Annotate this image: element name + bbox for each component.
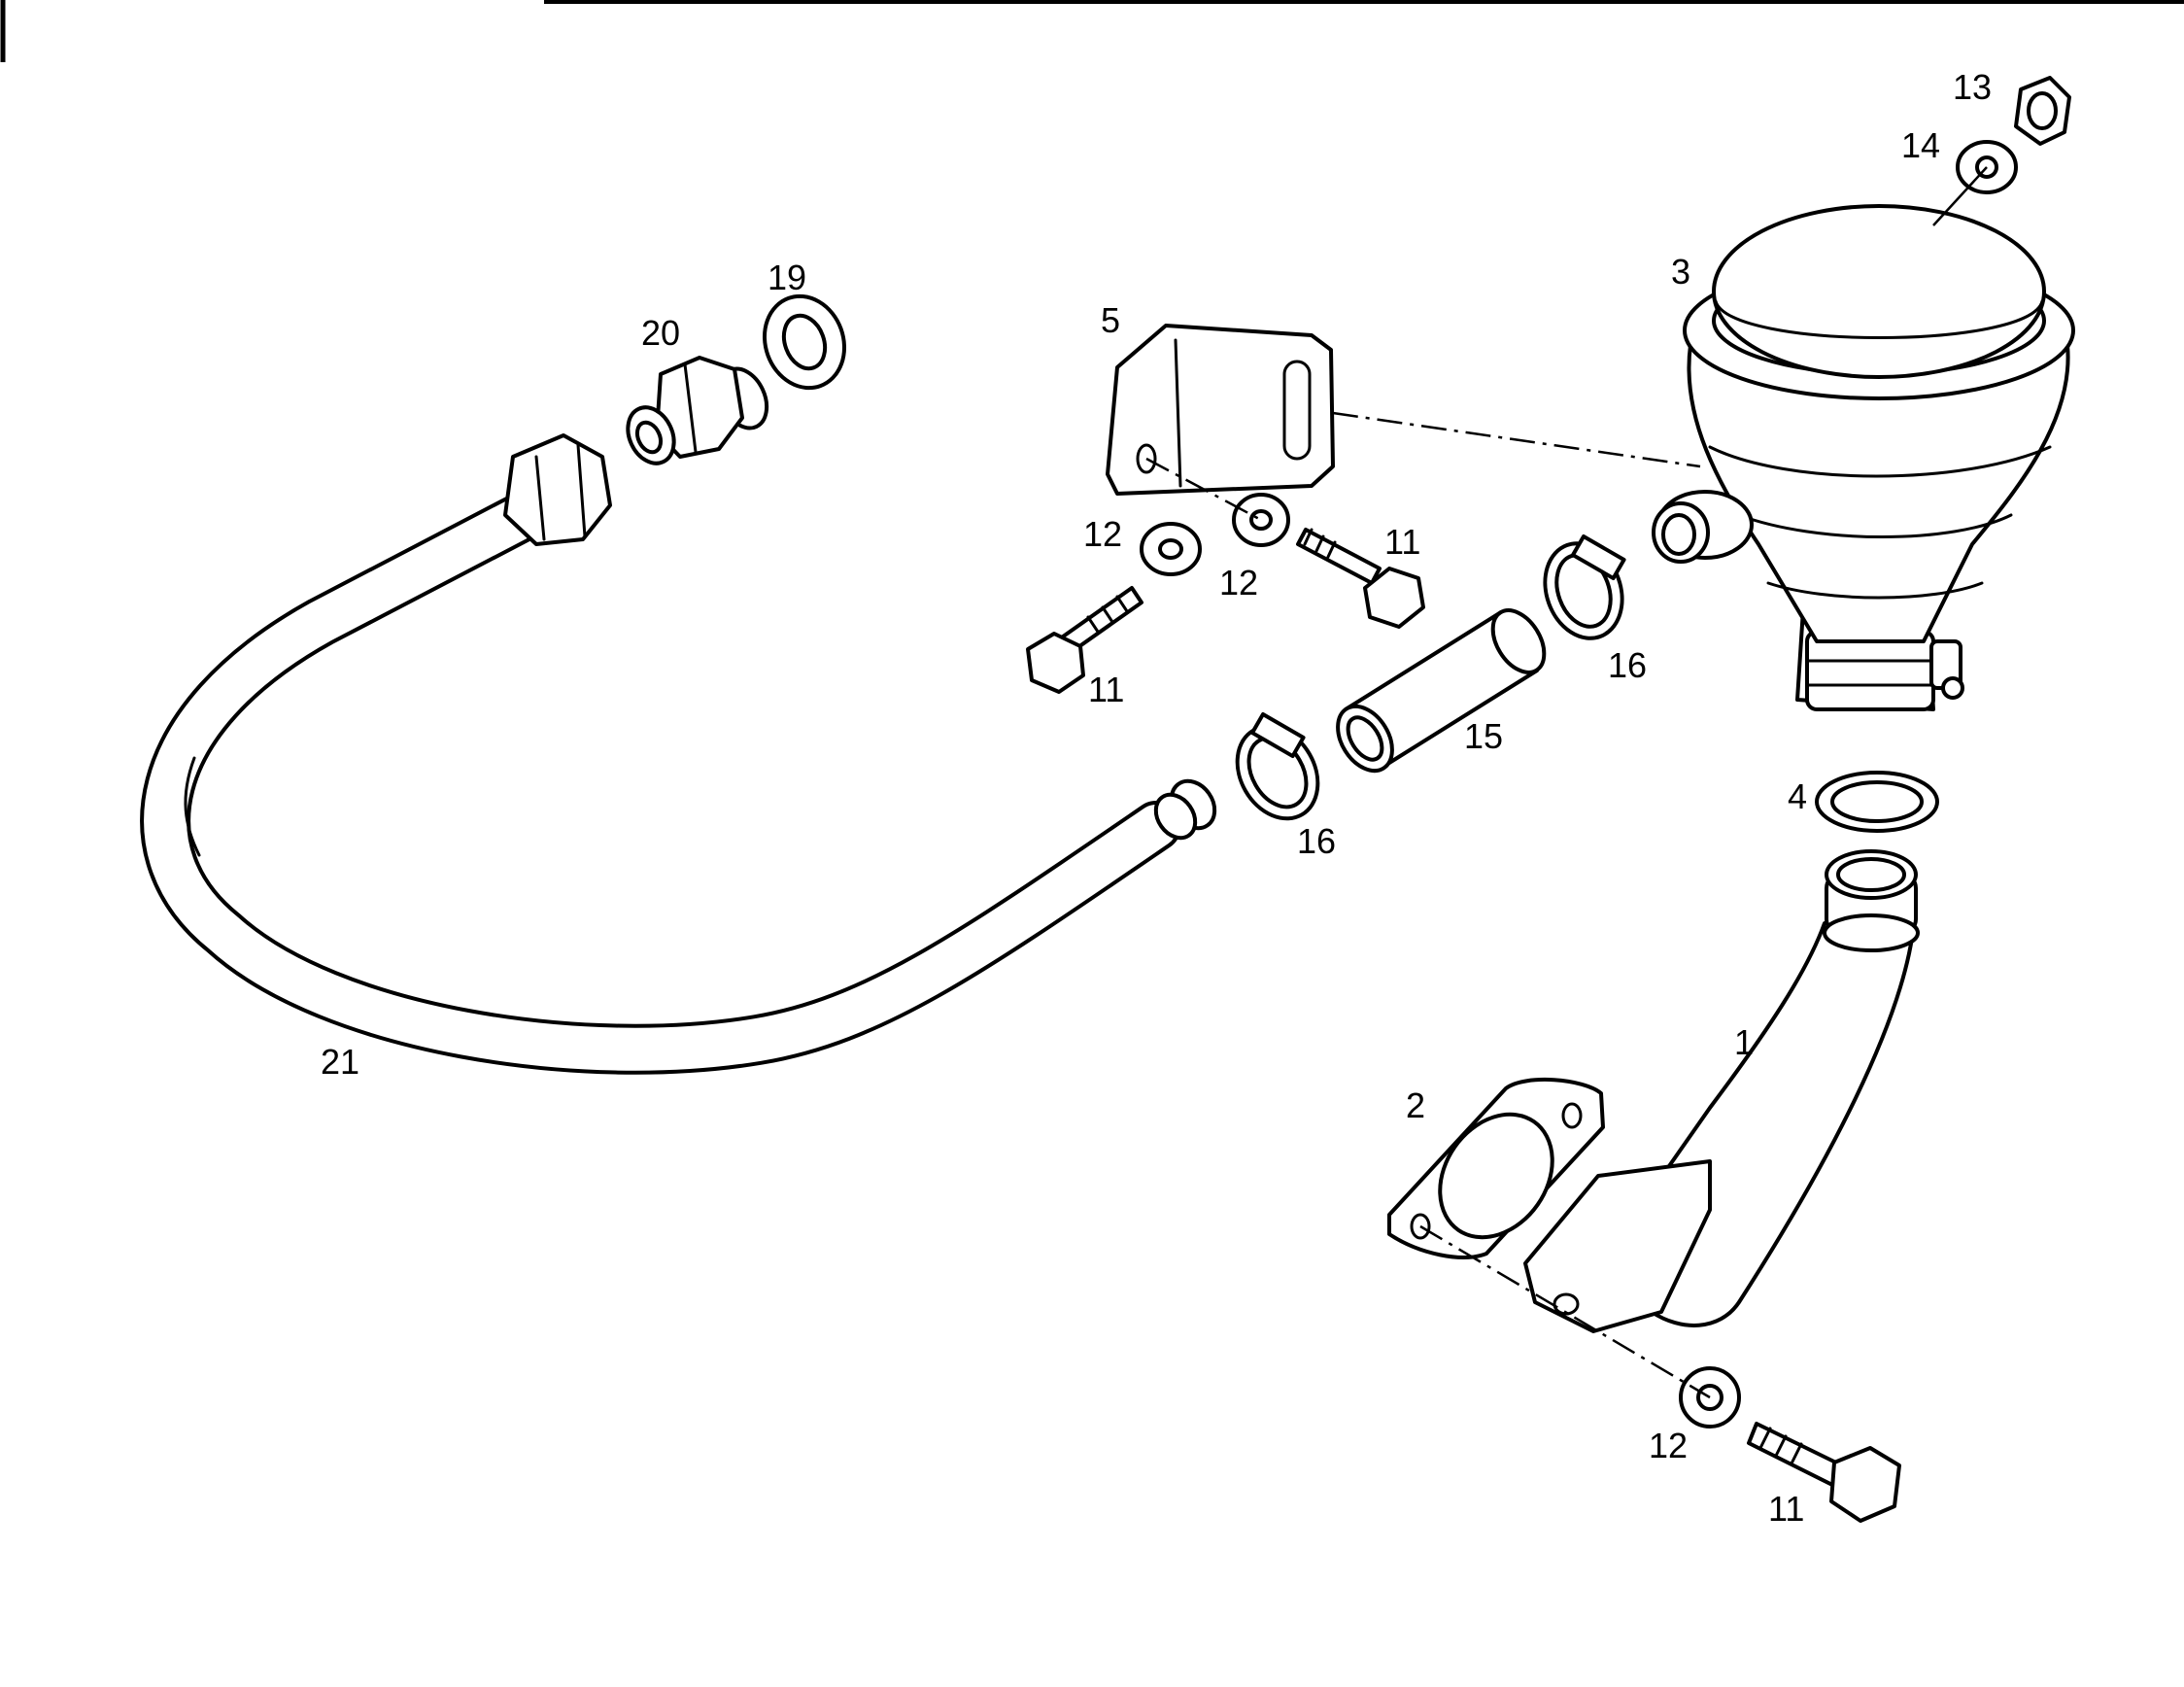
bolt-part-11-lower <box>1747 1422 1901 1523</box>
seal-ring-part-4 <box>1815 771 1939 833</box>
callout-12-left: 12 <box>1083 514 1122 554</box>
hose-clamp-part-16-lower <box>1235 711 1320 821</box>
callout-21: 21 <box>321 1042 359 1082</box>
callout-3: 3 <box>1671 252 1690 292</box>
callout-13: 13 <box>1953 67 1992 107</box>
callout-19: 19 <box>768 258 806 297</box>
gasket-part-2 <box>1387 1078 1605 1259</box>
callout-11-left: 11 <box>1088 670 1124 709</box>
callout-11-upper: 11 <box>1384 522 1420 562</box>
bracket-part-5 <box>1106 324 1335 496</box>
centerline-bracket-washers <box>1145 457 1262 522</box>
callout-2: 2 <box>1406 1085 1425 1125</box>
washer-part-12-left <box>1140 522 1202 576</box>
callout-16-upper: 16 <box>1608 645 1647 685</box>
bolt-part-11-upper <box>1296 528 1425 629</box>
bolt-part-11-left <box>1026 586 1143 694</box>
hose-part-21 <box>140 433 1217 1075</box>
callout-14: 14 <box>1901 125 1940 165</box>
filter-housing-part-3 <box>1652 204 2075 711</box>
callout-15: 15 <box>1464 716 1503 756</box>
callout-5: 5 <box>1101 300 1120 340</box>
centerline-gasket-washer <box>1419 1224 1711 1399</box>
union-fitting-part-20 <box>626 356 769 465</box>
hose-clamp-part-16-upper <box>1543 534 1626 640</box>
washer-part-12-right <box>1232 493 1290 547</box>
callout-4: 4 <box>1788 776 1807 816</box>
elbow-pipe-part-1 <box>1523 849 1920 1333</box>
leader-housing-washer <box>1932 166 1988 226</box>
callout-12-lower: 12 <box>1649 1426 1688 1465</box>
centerline-bracket-housing <box>1332 411 1701 468</box>
callout-20: 20 <box>641 313 680 353</box>
callout-1: 1 <box>1734 1022 1754 1062</box>
callout-11-lower: 11 <box>1768 1489 1804 1529</box>
hose-sleeve-part-15 <box>1336 608 1547 774</box>
callout-16-lower: 16 <box>1297 821 1336 861</box>
sealing-ring-part-19 <box>762 293 847 391</box>
callout-12-right: 12 <box>1219 563 1258 602</box>
nut-part-13 <box>2014 76 2071 146</box>
